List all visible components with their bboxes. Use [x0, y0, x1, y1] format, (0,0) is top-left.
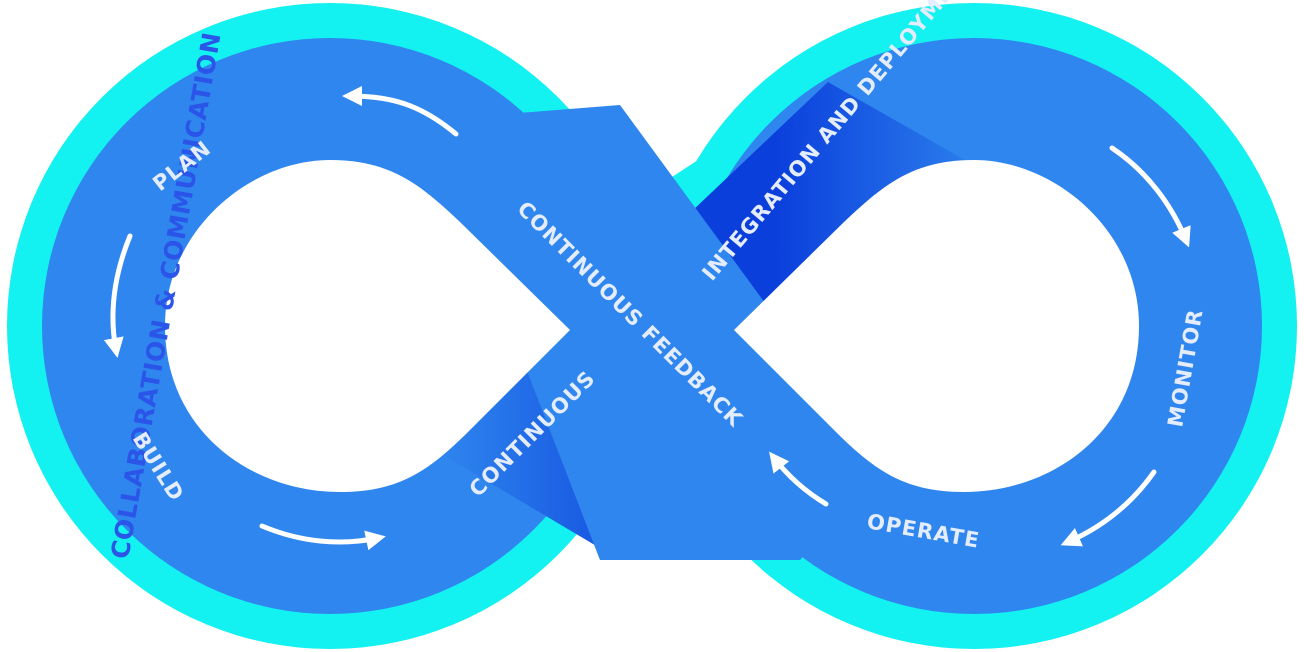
left-hole [165, 160, 570, 492]
arrow-top-left-icon [342, 86, 459, 137]
arrow-bottom-right-icon [769, 451, 829, 507]
arrows [103, 86, 1191, 551]
light-crossing-strip [430, 105, 880, 560]
arrow-left-down-icon [103, 233, 133, 358]
arrow-top-right-icon [1109, 145, 1191, 248]
inner-holes [165, 160, 1139, 492]
right-hole [734, 160, 1139, 492]
arrow-bottom-left-icon [259, 523, 386, 551]
arrow-right-down-icon [1060, 469, 1157, 547]
